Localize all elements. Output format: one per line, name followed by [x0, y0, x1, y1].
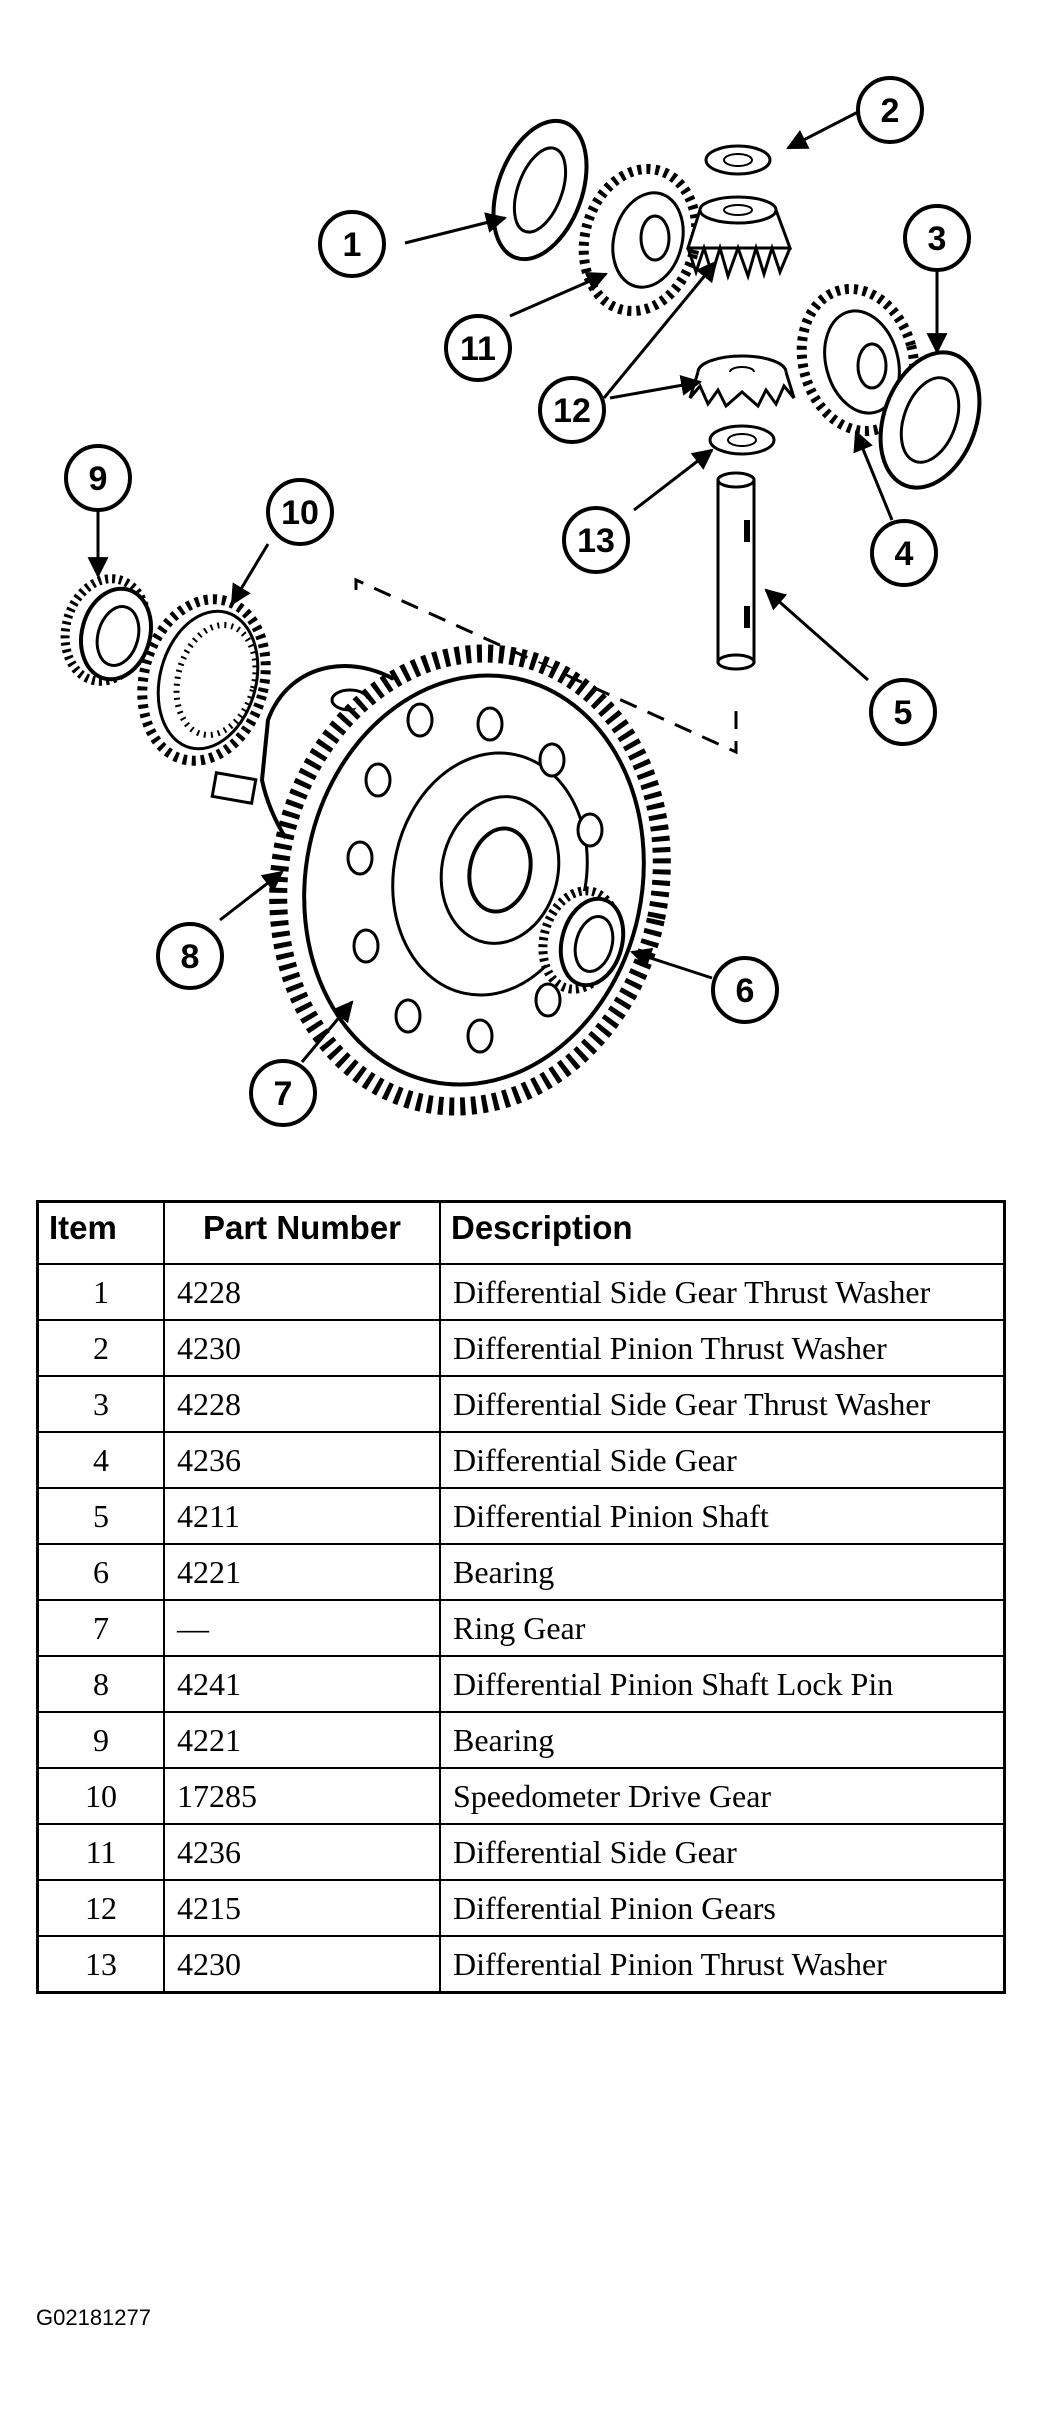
table-row: 10 17285 Speedometer Drive Gear: [36, 1767, 1006, 1825]
callout-label: 7: [274, 1075, 293, 1113]
figure-id: G02181277: [36, 2305, 151, 2330]
callout-label: 8: [181, 938, 200, 976]
callout-4: 4: [870, 519, 938, 587]
cell-item: 12: [36, 1879, 165, 1937]
header-part-number: Part Number: [163, 1200, 441, 1265]
callout-10: 10: [266, 478, 334, 546]
callout-label: 12: [553, 392, 591, 430]
table-row: 13 4230 Differential Pinion Thrust Washe…: [36, 1935, 1006, 1994]
cell-item: 8: [36, 1655, 165, 1713]
cell-part-number: 4236: [163, 1431, 441, 1489]
cell-description: Differential Side Gear: [439, 1431, 1006, 1489]
cell-description: Differential Side Gear: [439, 1823, 1006, 1881]
side-gear-11: [578, 164, 702, 316]
cell-part-number: 4230: [163, 1319, 441, 1377]
callout-8: 8: [156, 922, 224, 990]
callout-1: 1: [318, 210, 386, 278]
header-item: Item: [36, 1200, 165, 1265]
cell-description: Differential Pinion Gears: [439, 1879, 1006, 1937]
pinion-gear-12-lower: [688, 354, 796, 409]
bearing-9: [60, 574, 153, 686]
cell-item: 4: [36, 1431, 165, 1489]
cell-description: Ring Gear: [439, 1599, 1006, 1657]
table-row: 4 4236 Differential Side Gear: [36, 1431, 1006, 1489]
cell-description: Bearing: [439, 1543, 1006, 1601]
callout-13: 13: [562, 506, 630, 574]
pinion-shaft-5: [716, 471, 756, 671]
ring-gear-7: [269, 644, 671, 1116]
callout-5: 5: [869, 678, 937, 746]
callout-2: 2: [856, 76, 924, 144]
callout-label: 6: [736, 972, 755, 1010]
table-row: 7 — Ring Gear: [36, 1599, 1006, 1657]
cell-description: Bearing: [439, 1711, 1006, 1769]
cell-description: Speedometer Drive Gear: [439, 1767, 1006, 1825]
side-gear-4: [796, 284, 920, 436]
cell-part-number: 4228: [163, 1375, 441, 1433]
cell-part-number: 4215: [163, 1879, 441, 1937]
table-header-row: Item Part Number Description: [36, 1200, 1006, 1265]
cell-description: Differential Pinion Shaft: [439, 1487, 1006, 1545]
pinion-gear-12-top: [685, 195, 793, 281]
cell-part-number: 4221: [163, 1543, 441, 1601]
header-description: Description: [439, 1200, 1006, 1265]
cell-item: 7: [36, 1599, 165, 1657]
cell-part-number: —: [163, 1599, 441, 1657]
cell-item: 2: [36, 1319, 165, 1377]
cell-item: 11: [36, 1823, 165, 1881]
callout-label: 10: [281, 494, 319, 532]
cell-part-number: 4228: [163, 1263, 441, 1321]
table-row: 11 4236 Differential Side Gear: [36, 1823, 1006, 1881]
cell-item: 9: [36, 1711, 165, 1769]
callout-label: 1: [343, 226, 362, 264]
cell-part-number: 17285: [163, 1767, 441, 1825]
side-gear-thrust-washer-1: [491, 118, 589, 262]
callout-label: 11: [460, 330, 496, 368]
table-row: 8 4241 Differential Pinion Shaft Lock Pi…: [36, 1655, 1006, 1713]
callout-11: 11: [444, 314, 512, 382]
cell-description: Differential Side Gear Thrust Washer: [439, 1263, 1006, 1321]
exploded-differential-diagram: 1 2 3 4 5 6 7 8 9 10 11 12: [60, 76, 982, 1127]
cell-item: 1: [36, 1263, 165, 1321]
cell-part-number: 4230: [163, 1935, 441, 1994]
cell-part-number: 4221: [163, 1711, 441, 1769]
cell-part-number: 4211: [163, 1487, 441, 1545]
cell-description: Differential Side Gear Thrust Washer: [439, 1375, 1006, 1433]
cell-description: Differential Pinion Shaft Lock Pin: [439, 1655, 1006, 1713]
bearing-6: [538, 886, 626, 994]
table-row: 2 4230 Differential Pinion Thrust Washer: [36, 1319, 1006, 1377]
callout-label: 2: [881, 92, 900, 130]
table-row: 3 4228 Differential Side Gear Thrust Was…: [36, 1375, 1006, 1433]
cell-description: Differential Pinion Thrust Washer: [439, 1319, 1006, 1377]
cell-item: 13: [36, 1935, 165, 1994]
cell-part-number: 4241: [163, 1655, 441, 1713]
speedometer-drive-gear-10: [137, 594, 271, 766]
callout-label: 13: [577, 522, 615, 560]
pinion-thrust-washer-13: [708, 424, 776, 456]
table-row: 6 4221 Bearing: [36, 1543, 1006, 1601]
table-row: 9 4221 Bearing: [36, 1711, 1006, 1769]
callout-label: 3: [928, 220, 947, 258]
callout-label: 4: [895, 535, 914, 573]
cell-description: Differential Pinion Thrust Washer: [439, 1935, 1006, 1994]
cell-item: 3: [36, 1375, 165, 1433]
callout-label: 9: [89, 460, 108, 498]
table-row: 1 4228 Differential Side Gear Thrust Was…: [36, 1263, 1006, 1321]
parts-table: Item Part Number Description 1 4228 Diff…: [36, 1200, 1006, 1994]
callout-label: 5: [894, 694, 913, 732]
table-row: 5 4211 Differential Pinion Shaft: [36, 1487, 1006, 1545]
cell-item: 5: [36, 1487, 165, 1545]
callout-12: 12: [538, 376, 606, 444]
callout-6: 6: [711, 956, 779, 1024]
leader-arrows: [87, 110, 948, 1063]
cell-item: 10: [36, 1767, 165, 1825]
table-row: 12 4215 Differential Pinion Gears: [36, 1879, 1006, 1937]
callout-3: 3: [903, 204, 971, 272]
cell-part-number: 4236: [163, 1823, 441, 1881]
callout-9: 9: [64, 444, 132, 512]
cell-item: 6: [36, 1543, 165, 1601]
pinion-thrust-washer-2: [704, 144, 772, 176]
callout-7: 7: [249, 1059, 317, 1127]
side-gear-thrust-washer-3: [878, 350, 982, 490]
